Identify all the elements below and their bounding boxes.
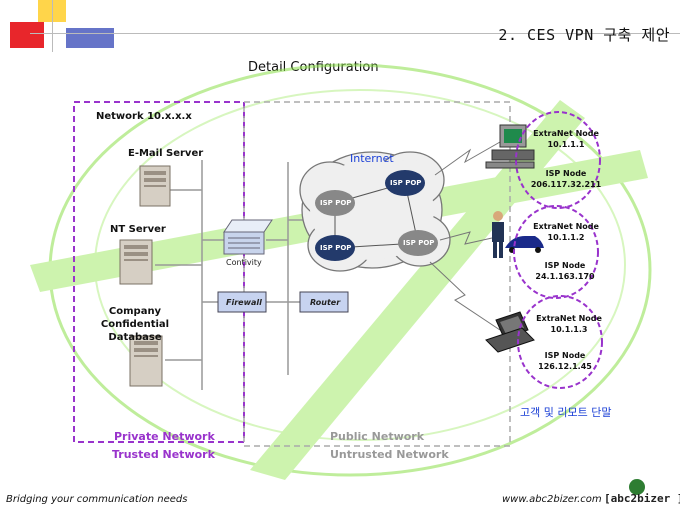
remote-node-1-ellipse (515, 111, 601, 209)
trusted-network-caption: Trusted Network (112, 448, 215, 461)
extranet-ip: 10.1.1.2 (547, 233, 585, 242)
private-network-caption: Private Network (114, 430, 215, 443)
laptop-icon (485, 311, 535, 353)
isp-pop-3-icon (315, 235, 355, 261)
router-box (299, 291, 349, 313)
link-to-node-2 (439, 231, 493, 245)
company-logo: [abc2bizer ] (604, 492, 680, 505)
corner-line-horizontal (30, 33, 680, 34)
remote-node-1-extranet: ExtraNet Node 10.1.1.1 (530, 128, 602, 150)
mobile-user-icon (492, 211, 544, 258)
network-address-label: Network 10.x.x.x (96, 111, 192, 122)
isp-ip: 206.117.32.211 (530, 180, 602, 189)
isp-pop-label-4: ISP POP (403, 239, 435, 247)
contivity-device-icon (223, 219, 273, 255)
isp-pop-label-1: ISP POP (390, 179, 422, 187)
remote-node-1-isp: ISP Node 206.117.32.211 (526, 168, 606, 190)
remote-node-3-isp: ISP Node 126.12.1.45 (528, 350, 602, 372)
page-title: 2. CES VPN 구축 제안 (498, 26, 670, 44)
remote-node-3-ellipse (517, 295, 603, 389)
isp-label: ISP Node (544, 261, 586, 270)
internet-label: Internet (350, 152, 394, 165)
database-label: Company Confidential Database (100, 306, 170, 343)
extranet-ip: 10.1.1.1 (547, 140, 585, 149)
isp-ip: 126.12.1.45 (538, 362, 592, 371)
isp-pop-1-icon (385, 170, 425, 196)
isp-pop-label-3: ISP POP (320, 244, 352, 252)
isp-label: ISP Node (545, 169, 587, 178)
router-label[interactable]: Router (310, 298, 341, 307)
firewall-box (217, 291, 267, 313)
remote-node-2-extranet: ExtraNet Node 10.1.1.2 (530, 221, 602, 243)
contivity-label: Contivity (226, 258, 262, 267)
remote-caption: 고객 및 리모트 단말 (520, 406, 612, 419)
extranet-ip: 10.1.1.3 (550, 325, 588, 334)
nt-server-label: NT Server (110, 224, 166, 235)
isp-ip: 24.1.163.170 (535, 272, 595, 281)
remote-node-2-ellipse (513, 205, 599, 299)
public-network-box (243, 101, 511, 447)
remote-node-2-isp: ISP Node 24.1.163.170 (526, 260, 604, 282)
extranet-label: ExtraNet Node (536, 314, 602, 323)
firewall-label[interactable]: Firewall (226, 298, 262, 307)
extranet-label: ExtraNet Node (533, 129, 599, 138)
link-to-node-1 (434, 141, 501, 176)
nt-server-icon (119, 239, 153, 285)
isp-label: ISP Node (544, 351, 586, 360)
public-network-caption: Public Network (330, 430, 425, 443)
email-server-label: E-Mail Server (128, 148, 204, 159)
email-server-icon (139, 165, 171, 207)
remote-node-3-extranet: ExtraNet Node 10.1.1.3 (532, 313, 606, 335)
corner-line-vertical (52, 0, 53, 52)
corner-red-square (10, 22, 44, 48)
isp-pop-2-icon (315, 190, 355, 216)
footer-tagline: Bridging your communication needs (6, 494, 188, 505)
untrusted-network-caption: Untrusted Network (330, 448, 449, 461)
database-server-icon (129, 335, 163, 387)
extranet-label: ExtraNet Node (533, 222, 599, 231)
isp-pop-label-2: ISP POP (320, 199, 352, 207)
logo-icon (629, 479, 645, 495)
footer-url[interactable]: www.abc2bizer.com (502, 494, 602, 505)
isp-pop-4-icon (398, 230, 438, 256)
link-to-node-3 (429, 261, 501, 331)
